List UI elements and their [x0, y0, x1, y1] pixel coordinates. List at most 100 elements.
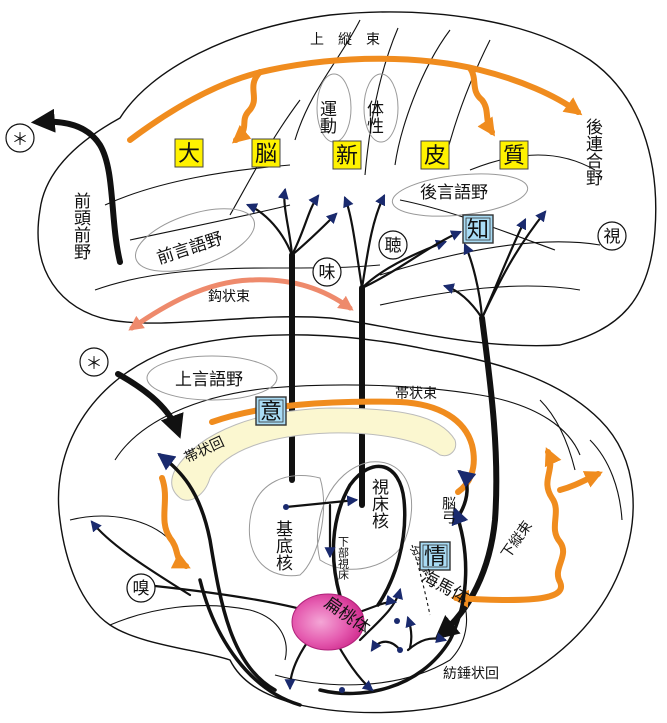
ilf-top-branch — [557, 471, 603, 493]
uncinate-fasciculus — [128, 277, 354, 331]
uncinate-label: 鈎状束 — [208, 289, 250, 305]
star-circle-lower: ＊ — [79, 347, 109, 377]
somato-label: 体性 — [363, 100, 384, 134]
svg-text:聴: 聴 — [385, 236, 402, 256]
star-circle-upper: ＊ — [5, 123, 35, 153]
cortical-fiber — [463, 243, 484, 320]
sulcus — [589, 439, 623, 521]
cortical-fiber — [290, 212, 338, 257]
cortical-fiber — [343, 195, 364, 290]
hippocampal-return — [318, 506, 469, 696]
somato-area-outline — [363, 73, 399, 143]
will-box: 意 — [255, 396, 287, 426]
cortical-fiber — [277, 187, 294, 257]
prefrontal-output-arrow — [30, 108, 123, 265]
cortex-title-label: 皮 — [420, 140, 450, 170]
cortical-fiber — [442, 283, 484, 320]
temporal-lobe-inner — [274, 594, 468, 686]
cortex-title-label: 質 — [499, 140, 529, 170]
sulcus — [469, 154, 596, 171]
svg-text:味: 味 — [319, 263, 336, 283]
cortical-fiber — [360, 230, 463, 290]
amygdala — [291, 593, 365, 651]
svg-text:意: 意 — [260, 400, 282, 425]
supra-language-outline — [146, 355, 278, 401]
svg-text:知: 知 — [467, 218, 489, 243]
node-dot — [397, 647, 403, 653]
sulcus — [379, 241, 601, 276]
slf-branch — [231, 69, 263, 144]
broca-label: 前言語野 — [154, 229, 225, 269]
svg-text:情: 情 — [424, 545, 446, 570]
node-dot — [394, 618, 400, 624]
motor-label: 運動 — [316, 100, 337, 135]
thalamus-label: 視床核 — [368, 478, 389, 529]
limbic-loop — [157, 452, 277, 692]
hippocampal-fiber — [405, 615, 416, 650]
broca-area-outline — [134, 208, 256, 272]
temporal-lobe-inner — [109, 605, 287, 661]
basal-thalamus-fiber — [284, 495, 359, 509]
cortical-fiber — [245, 203, 294, 257]
wernicke-label: 後言語野 — [420, 183, 488, 203]
superior-longitudinal-label: 上 縦 束 — [310, 32, 380, 48]
hippocampus-label: 海馬体 — [418, 567, 472, 609]
svg-text:新: 新 — [336, 144, 358, 169]
sulcus — [69, 515, 171, 541]
prefrontal-label: 前頭前野 — [70, 192, 91, 260]
sulcus — [539, 399, 576, 471]
inferior-longitudinal-label: 下縦束 — [499, 518, 536, 562]
medial-cortex-outline — [57, 334, 634, 714]
wernicke-area-outline — [391, 173, 529, 217]
node-dot — [339, 687, 345, 693]
limbic-loop — [198, 578, 302, 707]
svg-text:皮: 皮 — [424, 144, 446, 169]
emotion-box: 情 — [419, 541, 451, 571]
fusiform-label: 紡錘状回 — [443, 665, 499, 682]
lateral-cortex-outline — [37, 11, 657, 347]
knowledge-box: 知 — [462, 214, 494, 244]
supra-language-label: 上言語野 — [175, 370, 243, 390]
hippocampal-fiber — [406, 632, 448, 652]
svg-text:脳: 脳 — [255, 142, 277, 167]
fornix-label: 脳弓 — [440, 496, 456, 525]
vision-circle: 視 — [597, 221, 627, 251]
cortex-title-label: 大 — [174, 138, 204, 168]
svg-text:嗅: 嗅 — [133, 579, 150, 599]
stria-terminalis-line — [411, 544, 431, 616]
sulcus — [104, 164, 291, 206]
posterior-association-label: 後連合野 — [582, 118, 603, 186]
olfactory-fiber — [90, 520, 192, 597]
sulcus — [129, 204, 291, 241]
thalamus-outline — [316, 461, 412, 570]
sylvian-fissure — [94, 264, 381, 291]
amygdala-hippocampus-link — [358, 587, 403, 642]
cortex-title-label: 脳 — [251, 138, 281, 168]
basal-ganglia-outline — [248, 474, 325, 577]
supra-language-arrow — [115, 371, 184, 439]
node-dot — [283, 504, 289, 510]
hypothalamus-label: 下部視床 — [337, 536, 350, 581]
cingulum-label: 帯状束 — [395, 386, 437, 402]
svg-text:視: 視 — [604, 227, 621, 247]
svg-text:＊: ＊ — [86, 354, 103, 374]
cingulum-arm — [159, 475, 191, 569]
smell-circle: 嗅 — [126, 573, 156, 603]
svg-text:＊: ＊ — [12, 130, 29, 150]
sulcus — [379, 285, 581, 306]
papez-circuit — [331, 464, 407, 607]
cortical-fiber — [290, 194, 320, 257]
sulcus — [294, 19, 361, 141]
cortex-title-label: 新 — [332, 140, 362, 170]
hearing-circle: 聴 — [378, 230, 408, 260]
taste-circle: 味 — [312, 257, 342, 287]
basal-ganglia-label: 基底核 — [272, 520, 293, 571]
superior-longitudinal-fasciculus — [127, 55, 583, 143]
smell-arrow — [153, 584, 315, 615]
sulcus — [364, 27, 399, 176]
slf-branch — [467, 65, 495, 137]
svg-text:質: 質 — [503, 144, 525, 169]
sulcus — [394, 29, 451, 166]
hippocampal-fiber — [370, 639, 402, 652]
